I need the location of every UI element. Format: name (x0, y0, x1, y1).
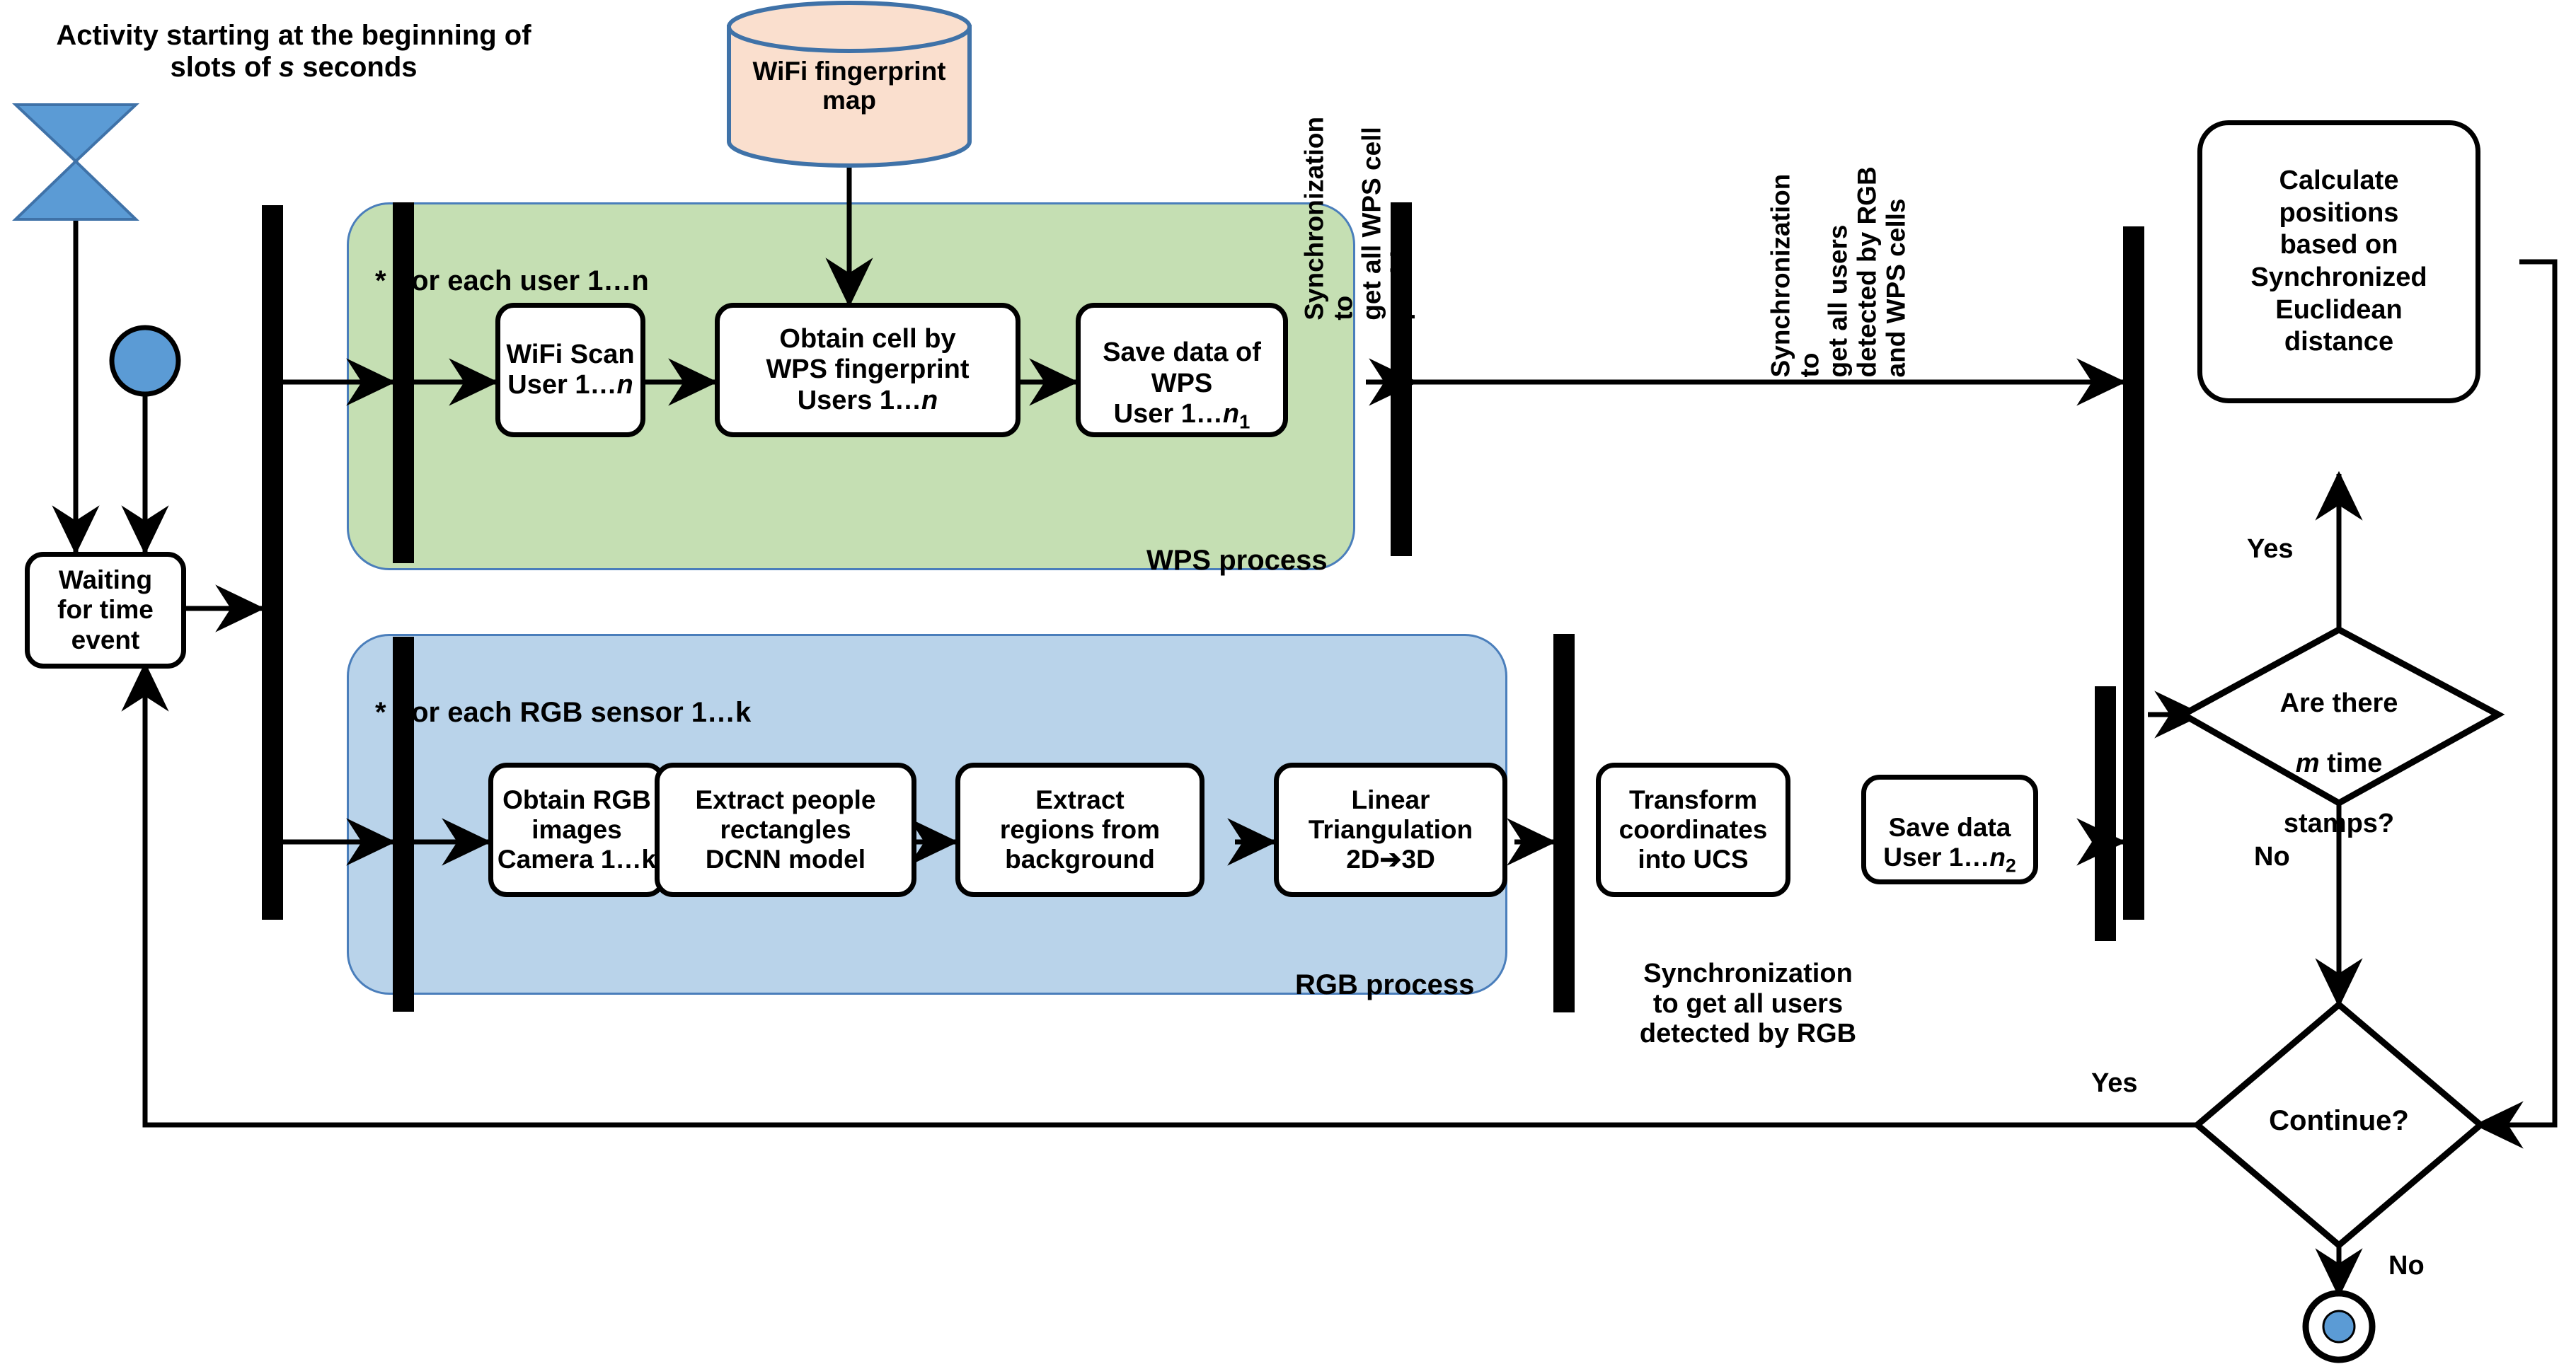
node-calculate-positions-label: Calculate positions based on Synchronize… (2250, 166, 2427, 357)
wifi-fingerprint-datastore (727, 1, 972, 168)
wps-panel-tag: WPS process (1146, 513, 1328, 577)
edge-label-yes-timestamps: Yes (2247, 534, 2294, 564)
fork-bar-outer (262, 205, 283, 920)
node-linear-triangulation-label: Linear Triangulation 2D➔3D (1308, 785, 1473, 874)
join-bar-rgb (1553, 634, 1575, 1012)
node-linear-triangulation[interactable]: Linear Triangulation 2D➔3D (1274, 763, 1507, 897)
edge-label-no-continue: No (2388, 1251, 2425, 1281)
node-waiting-label: Waiting for time event (57, 565, 154, 654)
wps-tag-text: WPS process (1146, 545, 1328, 576)
edge-label-yes-continue: Yes (2091, 1068, 2138, 1098)
join-bar-final (2123, 226, 2144, 920)
rgb-tag-text: RGB process (1295, 969, 1475, 1000)
node-extract-people-rectangles[interactable]: Extract people rectangles DCNN model (655, 763, 916, 897)
datastore-label: WiFi fingerprint map (752, 57, 946, 115)
node-extract-people-label: Extract people rectangles DCNN model (695, 785, 876, 874)
wps-panel-header: * For each user 1…n (375, 233, 649, 297)
node-save-wps-subscript: 1 (1239, 410, 1250, 433)
rgb-panel-tag: RGB process (1295, 937, 1474, 1001)
edge-label-no-timestamps: No (2254, 842, 2290, 872)
decision-continue-label: Continue? (2269, 1105, 2409, 1136)
node-save-rgb-subscript: 2 (2005, 855, 2016, 877)
node-calculate-positions[interactable]: Calculate positions based on Synchronize… (2197, 120, 2480, 403)
node-transform-coordinates-ucs[interactable]: Transform coordinates into UCS (1596, 763, 1790, 897)
node-extract-regions-label: Extract regions from background (999, 785, 1161, 874)
wps-header-text: * For each user 1…n (375, 265, 649, 296)
decision-continue (2192, 1000, 2485, 1249)
sync-label-wps-cells: Synchronization to get all WPS cell posi… (1299, 116, 1415, 320)
node-obtain-rgb-label: Obtain RGB images Camera 1…k (497, 785, 657, 874)
node-waiting-for-time-event[interactable]: Waiting for time event (25, 552, 186, 669)
sync-label-rgb-only: Synchronization to get all users detecte… (1639, 959, 1857, 1049)
decision-time-stamps (2176, 625, 2505, 807)
node-extract-regions[interactable]: Extract regions from background (955, 763, 1204, 897)
rgb-panel-header: * For each RGB sensor 1…k (375, 665, 751, 729)
node-obtain-rgb-images[interactable]: Obtain RGB images Camera 1…k (488, 763, 665, 897)
time-event-hourglass (11, 103, 140, 221)
activity-final-node (2302, 1290, 2376, 1363)
sync-label-rgb-wps: Synchronization to get all users detecte… (1766, 166, 1911, 378)
join-bar-wps (1391, 202, 1412, 556)
join-bar-rgb-out (2095, 686, 2116, 941)
decision-ts-var: m (2295, 748, 2320, 778)
fork-bar-rgb (393, 637, 414, 1012)
decision-ts-mid: time (2319, 748, 2383, 778)
initial-node (109, 325, 181, 397)
rgb-header-text: * For each RGB sensor 1…k (375, 697, 752, 728)
fork-bar-wps (393, 202, 414, 563)
decision-time-stamps-label: Are there m time stamps? (2233, 658, 2445, 838)
decision-ts-line3: stamps? (2283, 808, 2395, 838)
decision-ts-line1: Are there (2279, 688, 2398, 718)
node-transform-ucs-label: Transform coordinates into UCS (1618, 785, 1768, 874)
